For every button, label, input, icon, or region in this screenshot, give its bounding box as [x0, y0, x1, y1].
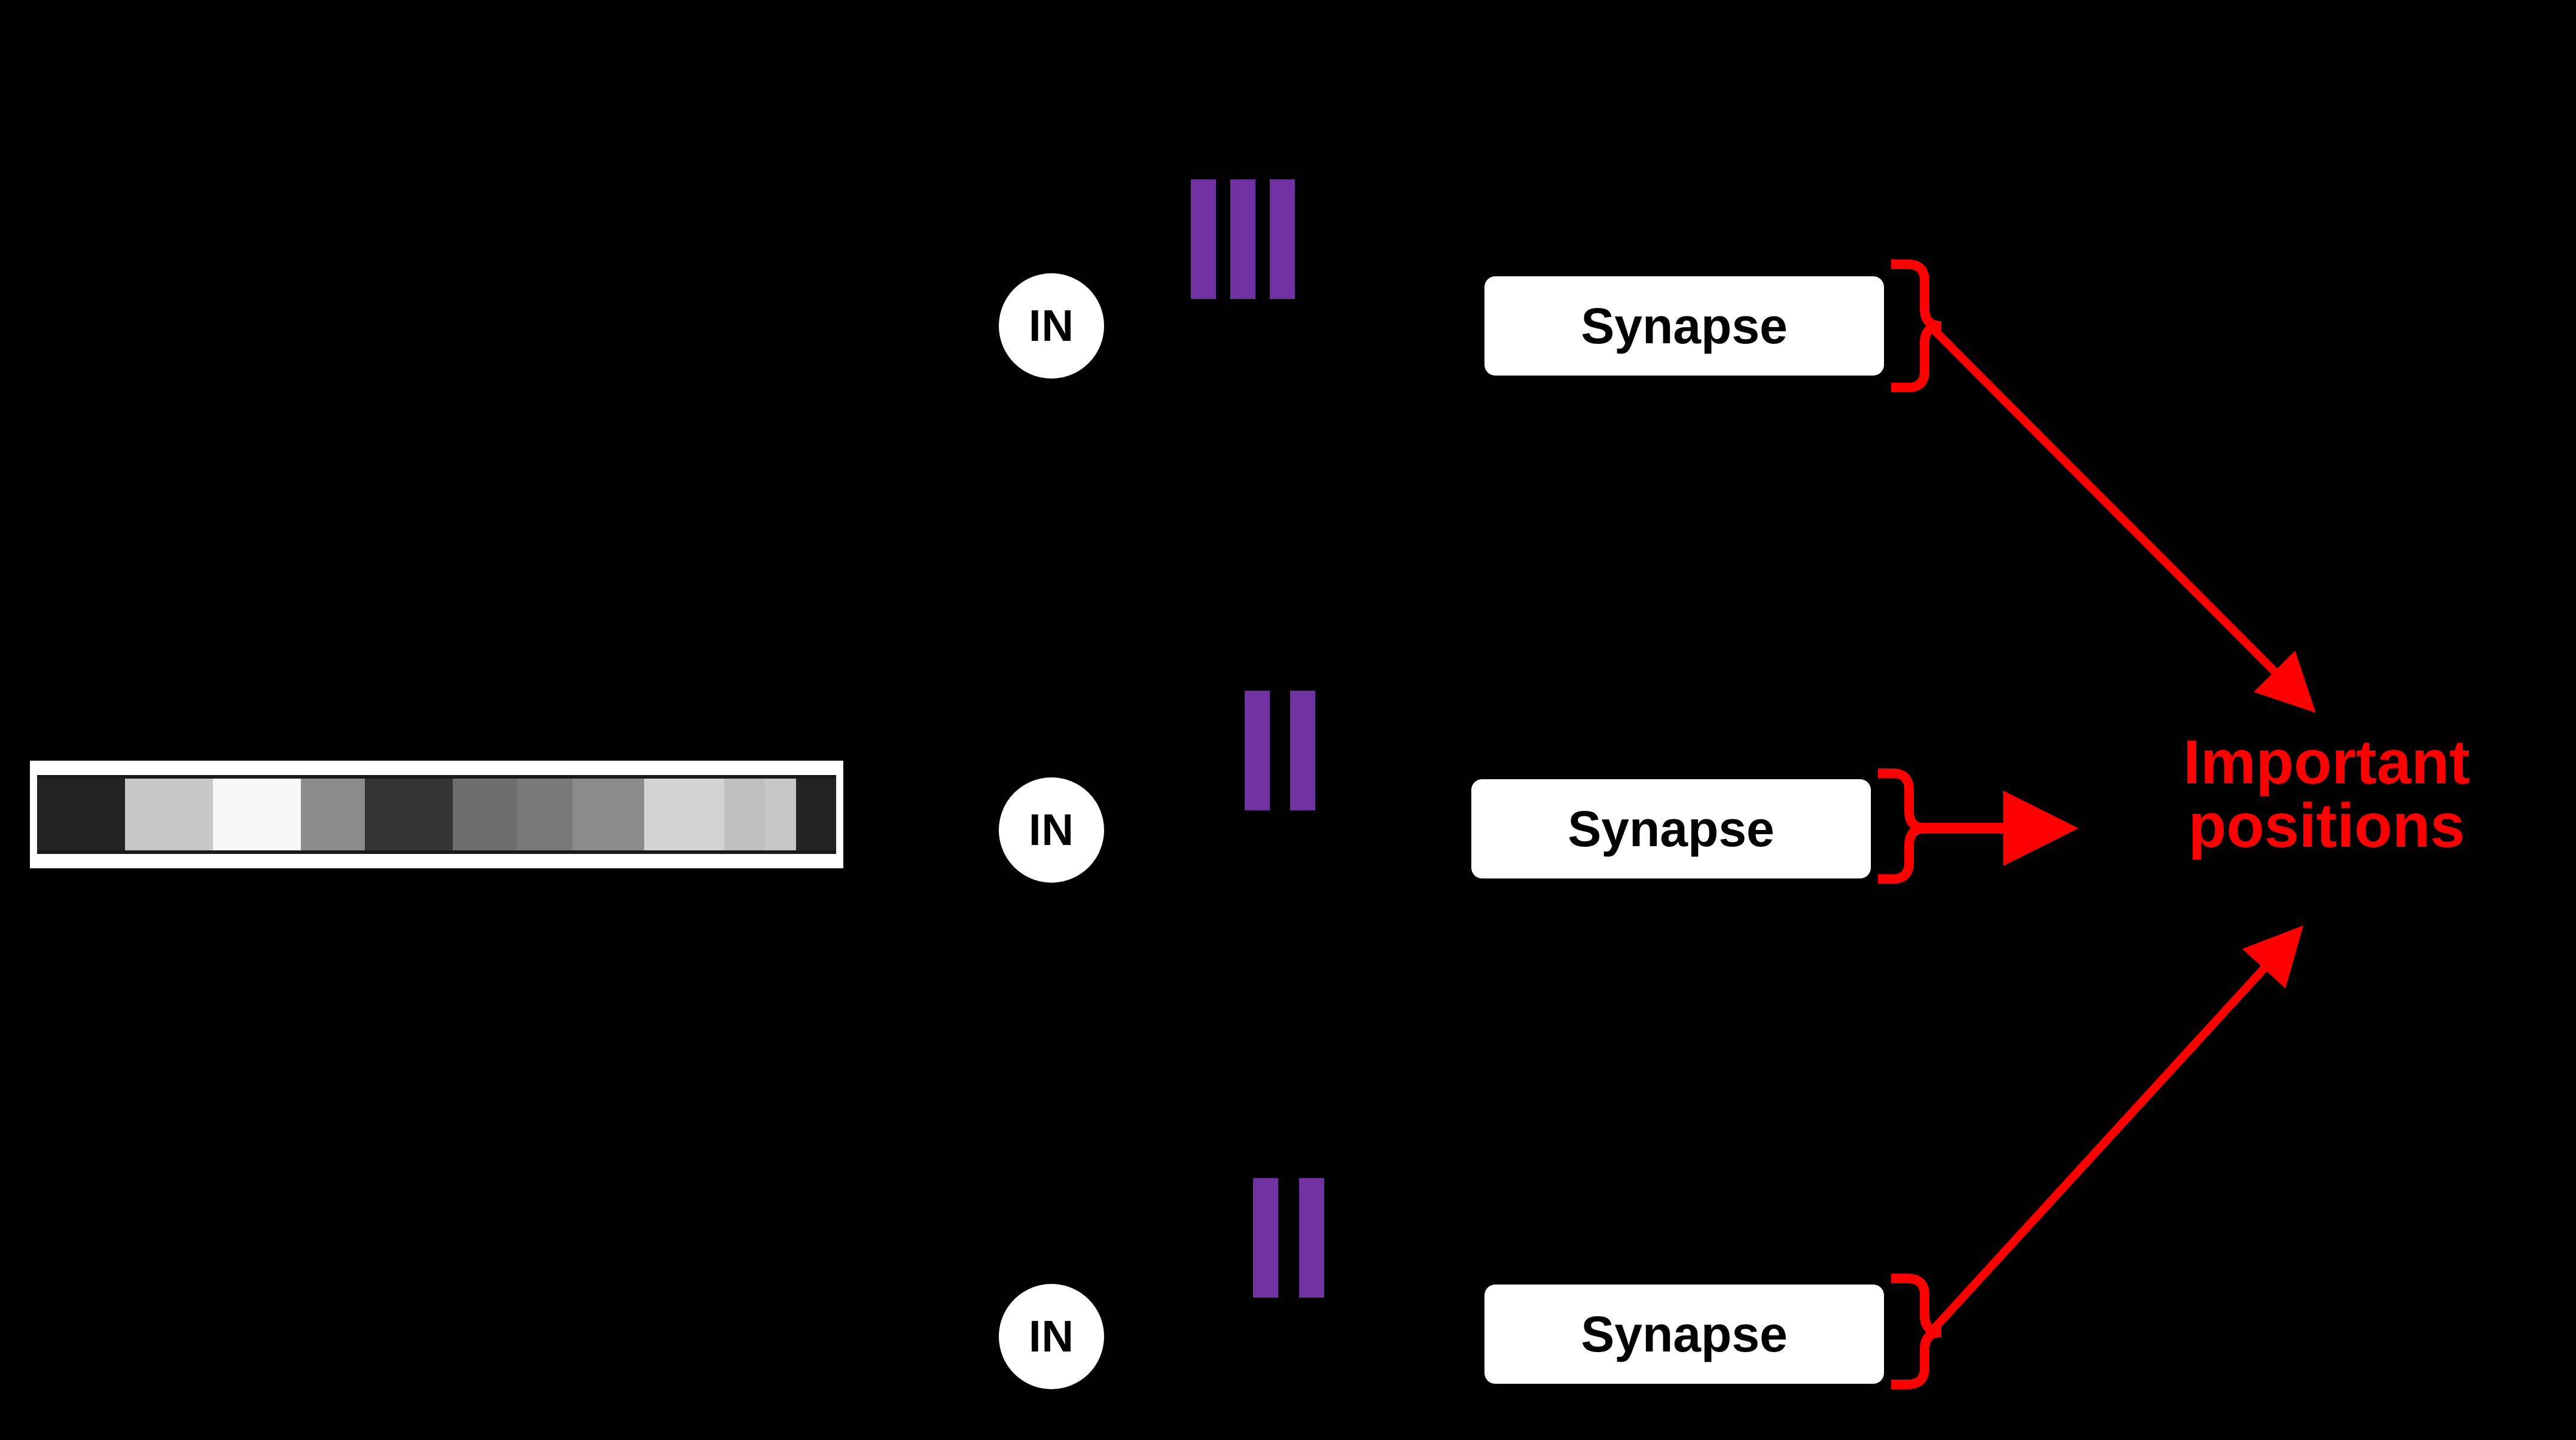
stimulus-cell — [724, 779, 764, 850]
spike-bar — [1230, 179, 1255, 299]
spike-bar — [1290, 691, 1315, 810]
stimulus-cell — [300, 779, 365, 850]
convergence-arrows — [1914, 324, 2316, 1335]
spike-bar — [1253, 1178, 1278, 1298]
stimulus-grayscale-strip — [37, 775, 836, 854]
stimulus-cell — [572, 779, 645, 850]
synapse-box[interactable]: Synapse — [1484, 1285, 1884, 1384]
interneuron-node[interactable]: IN — [999, 777, 1104, 883]
important-positions-line: positions — [2188, 791, 2465, 861]
stimulus-cell — [364, 779, 453, 850]
spike-bar — [1245, 691, 1270, 810]
stimulus-cell — [796, 779, 836, 850]
convergence-arrow — [1927, 925, 2304, 1335]
spike-bar — [1270, 179, 1295, 299]
spike-bar — [1299, 1178, 1324, 1298]
synapse-box-label: Synapse — [1581, 298, 1788, 354]
important-positions-line: Important — [2183, 728, 2470, 797]
interneuron-node-label: IN — [1029, 805, 1074, 855]
synapse-box[interactable]: Synapse — [1471, 779, 1871, 878]
synapse-box[interactable]: Synapse — [1484, 276, 1884, 376]
interneuron-node-label: IN — [1029, 301, 1074, 350]
convergence-arrow — [1928, 324, 2316, 713]
stimulus-cell — [644, 779, 724, 850]
synapse-box-label: Synapse — [1581, 1306, 1788, 1362]
stimulus-cell — [124, 779, 213, 850]
stimulus-cell — [764, 779, 797, 850]
stimulus-cell — [452, 779, 517, 850]
stimulus-cell — [516, 779, 573, 850]
synapse-box-label: Synapse — [1568, 801, 1775, 857]
interneuron-node-label: IN — [1029, 1311, 1074, 1361]
interneuron-node[interactable]: IN — [999, 1284, 1104, 1389]
stimulus-cell — [212, 779, 301, 850]
interneuron-node[interactable]: IN — [999, 273, 1104, 379]
spike-bar — [1191, 179, 1216, 299]
stimulus-cell — [37, 779, 125, 850]
